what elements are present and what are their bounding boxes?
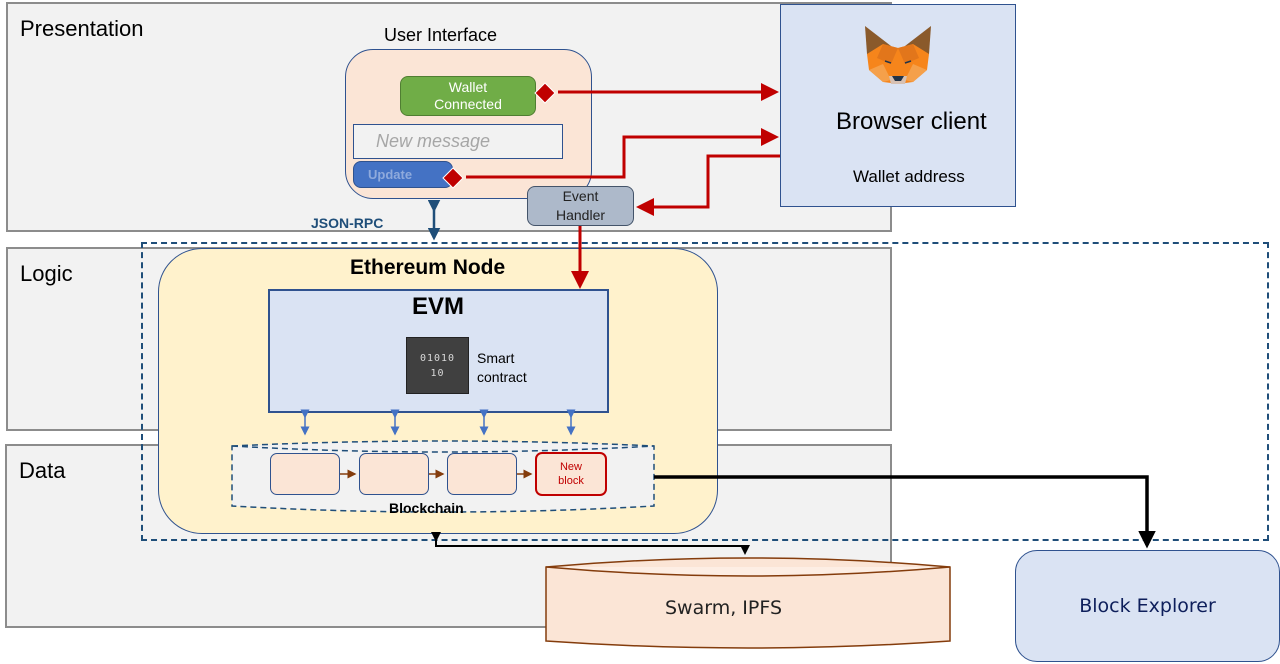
- json-rpc-label: JSON-RPC: [311, 215, 384, 231]
- ethereum-node-title: Ethereum Node: [350, 256, 506, 279]
- blockchain-to-explorer-arrow: [654, 475, 1156, 549]
- block-explorer-label: Block Explorer: [1079, 595, 1216, 617]
- event-handler: Event Handler: [527, 186, 634, 226]
- evm-title: EVM: [412, 293, 465, 320]
- new-message-input[interactable]: New message: [353, 124, 563, 159]
- wallet-connected-button[interactable]: Wallet Connected: [400, 76, 536, 116]
- browser-to-event-handler-arrow: [636, 154, 780, 216]
- smart-contract-label: Smart contract: [477, 350, 527, 385]
- data-layer-label: Data: [19, 458, 66, 483]
- browser-client-title: Browser client: [836, 108, 987, 135]
- new-block: New block: [535, 452, 607, 496]
- new-message-placeholder: New message: [376, 131, 491, 151]
- smart-contract-chip-icon: 01010 10: [406, 337, 469, 394]
- block-3: [447, 453, 517, 495]
- wallet-connected-label: Wallet Connected: [434, 79, 502, 112]
- update-button[interactable]: Update: [353, 161, 453, 188]
- user-interface-title: User Interface: [384, 25, 498, 45]
- wallet-address-label: Wallet address: [853, 167, 965, 186]
- update-button-label: Update: [368, 167, 413, 182]
- block-1: [270, 453, 340, 495]
- metamask-fox-icon: [865, 26, 931, 84]
- event-handler-label: Event Handler: [555, 188, 606, 223]
- logic-layer-label: Logic: [20, 261, 73, 286]
- browser-client: [780, 4, 1016, 207]
- wallet-to-browser-arrow: [534, 82, 779, 104]
- storage-label: Swarm, IPFS: [665, 597, 783, 619]
- block-explorer[interactable]: Block Explorer: [1015, 550, 1280, 662]
- update-to-browser-arrow: [442, 128, 779, 189]
- block-2: [359, 453, 429, 495]
- storage-cylinder: [545, 557, 951, 649]
- evm-blockchain-arrows: [300, 409, 576, 436]
- node-to-storage-arrow: [431, 532, 750, 555]
- presentation-layer-label: Presentation: [20, 16, 144, 41]
- blockchain-label: Blockchain: [389, 500, 464, 516]
